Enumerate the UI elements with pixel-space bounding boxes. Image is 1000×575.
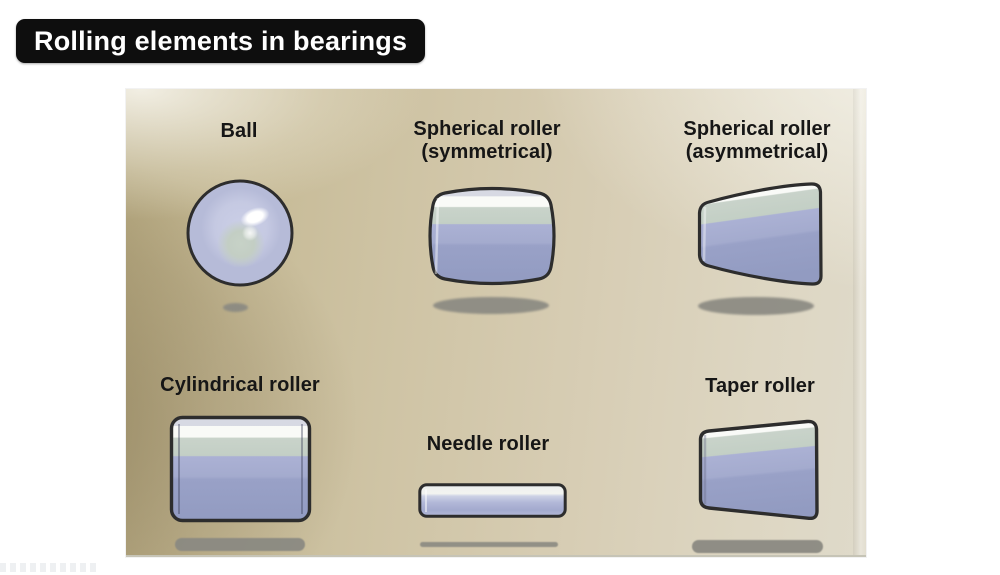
needle-roller-figure <box>418 483 567 518</box>
taper-roller-figure <box>698 419 819 521</box>
spherical-roller-asymmetrical-label: Spherical roller (asymmetrical) <box>683 118 831 163</box>
panel-page-edge <box>853 89 866 555</box>
slide-title: Rolling elements in bearings <box>34 25 408 56</box>
spherical-roller-symmetrical-shadow <box>433 297 549 314</box>
slide-title-plate: Rolling elements in bearings <box>16 19 426 63</box>
cylindrical-roller-label: Cylindrical roller <box>160 374 320 396</box>
spherical-roller-symmetrical-figure <box>428 186 556 286</box>
bearing-elements-panel: Ball Spherical roller (symmetrical) Sphe… <box>126 89 866 557</box>
cylindrical-roller-shadow <box>175 538 305 551</box>
taper-roller-shadow <box>692 540 823 553</box>
page-hatch-mark <box>0 563 96 572</box>
needle-roller-label: Needle roller <box>426 433 550 455</box>
taper-roller-label: Taper roller <box>705 375 815 397</box>
ball-label: Ball <box>220 120 258 142</box>
ball-figure <box>186 179 294 287</box>
needle-roller-shadow <box>420 542 558 547</box>
spherical-roller-asymmetrical-figure <box>697 182 823 286</box>
spherical-roller-asymmetrical-shadow <box>698 297 814 315</box>
ball-shadow <box>223 303 248 312</box>
cylindrical-roller-figure <box>169 415 312 523</box>
spherical-roller-symmetrical-label: Spherical roller (symmetrical) <box>413 118 561 163</box>
